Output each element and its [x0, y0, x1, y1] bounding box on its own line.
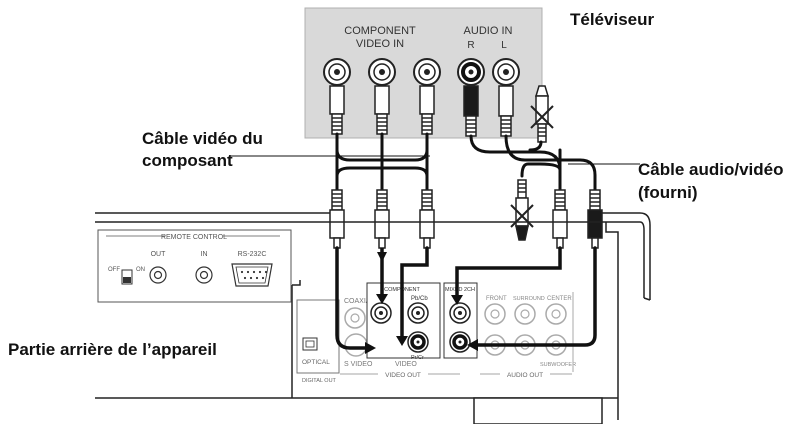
audio-surround-l-jack: [514, 303, 536, 325]
component-cable-label-line1: Câble vidéo du: [142, 129, 263, 148]
tv-audio-r-label: R: [467, 40, 474, 51]
rear-jack-y: [370, 302, 392, 324]
front-label: FRONT: [486, 296, 507, 302]
tv-plug-audio-l: [498, 85, 514, 137]
audio-front-l-jack: [484, 303, 506, 325]
device-plugs: [329, 179, 603, 249]
device-plug-av-black: [587, 189, 603, 249]
video-out-label: VIDEO OUT: [385, 372, 421, 379]
center-label: CENTER: [547, 296, 572, 302]
rear-panel-label: Partie arrière de l’appareil: [8, 340, 217, 359]
cable-component-lower: [335, 166, 429, 178]
s-video-label: S VIDEO: [344, 361, 373, 368]
tv-plug-pb: [374, 85, 390, 135]
coaxial-label: COAXIAL: [344, 298, 374, 305]
tv-audio-l-label: L: [501, 40, 507, 51]
digital-out-section: OPTICAL DIGITAL OUT: [296, 299, 340, 384]
remote-control-label: REMOTE CONTROL: [161, 234, 227, 241]
cable-av-left-split: [520, 162, 562, 178]
rear-jack-mixed-l: [449, 302, 471, 324]
device-plug-pb: [374, 189, 390, 249]
cable-component-bundle: [335, 148, 429, 162]
tv-plug-y: [329, 85, 345, 135]
remote-in-label: IN: [201, 251, 208, 258]
tv-jack-pr: [413, 58, 441, 86]
device-plug-y: [329, 189, 345, 249]
tv-plugs: [329, 85, 554, 143]
tv-plug-audio-r: [463, 85, 479, 137]
rear-jack-pb: [407, 302, 429, 324]
device-body: [95, 212, 651, 425]
coaxial-jack: [344, 307, 366, 329]
rear-jack-mixed-r: [449, 331, 471, 353]
optical-port: [302, 337, 318, 351]
cable-av-to-mixed-l: [455, 246, 562, 298]
cable-y-to-jack: [335, 246, 367, 350]
av-cable-label-line1: Câble audio/vidéo: [638, 160, 784, 179]
cable-av-l: [504, 134, 597, 192]
tv-jack-y: [323, 58, 351, 86]
tv-plug-unused: [530, 85, 554, 143]
remote-in-jack: [195, 266, 213, 284]
remote-out-label: OUT: [151, 251, 167, 258]
video-label: VIDEO: [395, 361, 417, 368]
tv-jack-pb: [368, 58, 396, 86]
digital-out-label: DIGITAL OUT: [302, 378, 337, 384]
tv-audio-title: AUDIO IN: [464, 25, 513, 37]
cables: [335, 132, 597, 192]
mixed-2ch-label: MIXED 2CH: [445, 287, 475, 293]
cable-av-to-mixed-r: [473, 246, 597, 347]
cable-pr-to-jack: [400, 246, 429, 340]
tv-plug-pr: [419, 85, 435, 135]
device-plug-av-white: [552, 189, 568, 249]
s-video-jack: [344, 333, 368, 357]
on-label: ON: [136, 267, 145, 273]
arrow-mixed-r: [467, 339, 478, 351]
tv-jack-audio-r: [457, 58, 485, 86]
surround-label: SURROUND: [513, 296, 545, 302]
audio-out-label: AUDIO OUT: [507, 372, 543, 379]
device-plug-av-unused: [510, 179, 534, 241]
audio-out-section: FRONT SURROUND CENTER SUBWOOFER AUDIO OU…: [480, 292, 576, 379]
rear-jack-pr: [407, 331, 429, 353]
cable-av-unused: [528, 140, 543, 152]
device-plug-pr: [419, 189, 435, 249]
arrow-y: [365, 342, 376, 354]
tv-jack-audio-l: [492, 58, 520, 86]
tv-label: Téléviseur: [570, 10, 655, 29]
component-pb-label: Pb/Cb: [411, 296, 428, 302]
rs232c-port: [231, 263, 273, 287]
arrow-mixed-l: [451, 295, 463, 305]
tv-component-title-1: COMPONENT: [344, 25, 416, 37]
remote-control-panel: REMOTE CONTROL OFF ON OUT IN RS-232C: [97, 229, 292, 303]
arrow-pr: [396, 336, 408, 346]
device-cables: [335, 246, 597, 350]
rs232c-label: RS-232C: [238, 251, 267, 258]
subwoofer-label: SUBWOOFER: [540, 362, 576, 368]
remote-out-jack: [149, 266, 167, 284]
av-cable-label-line2: (fourni): [638, 183, 698, 202]
tv-component-title-2: VIDEO IN: [356, 38, 404, 50]
audio-center-jack: [545, 303, 567, 325]
component-pr-label: Pr/Cr: [411, 355, 424, 361]
off-label: OFF: [108, 267, 120, 273]
component-cable-label-line2: composant: [142, 151, 233, 170]
optical-label: OPTICAL: [302, 359, 330, 366]
